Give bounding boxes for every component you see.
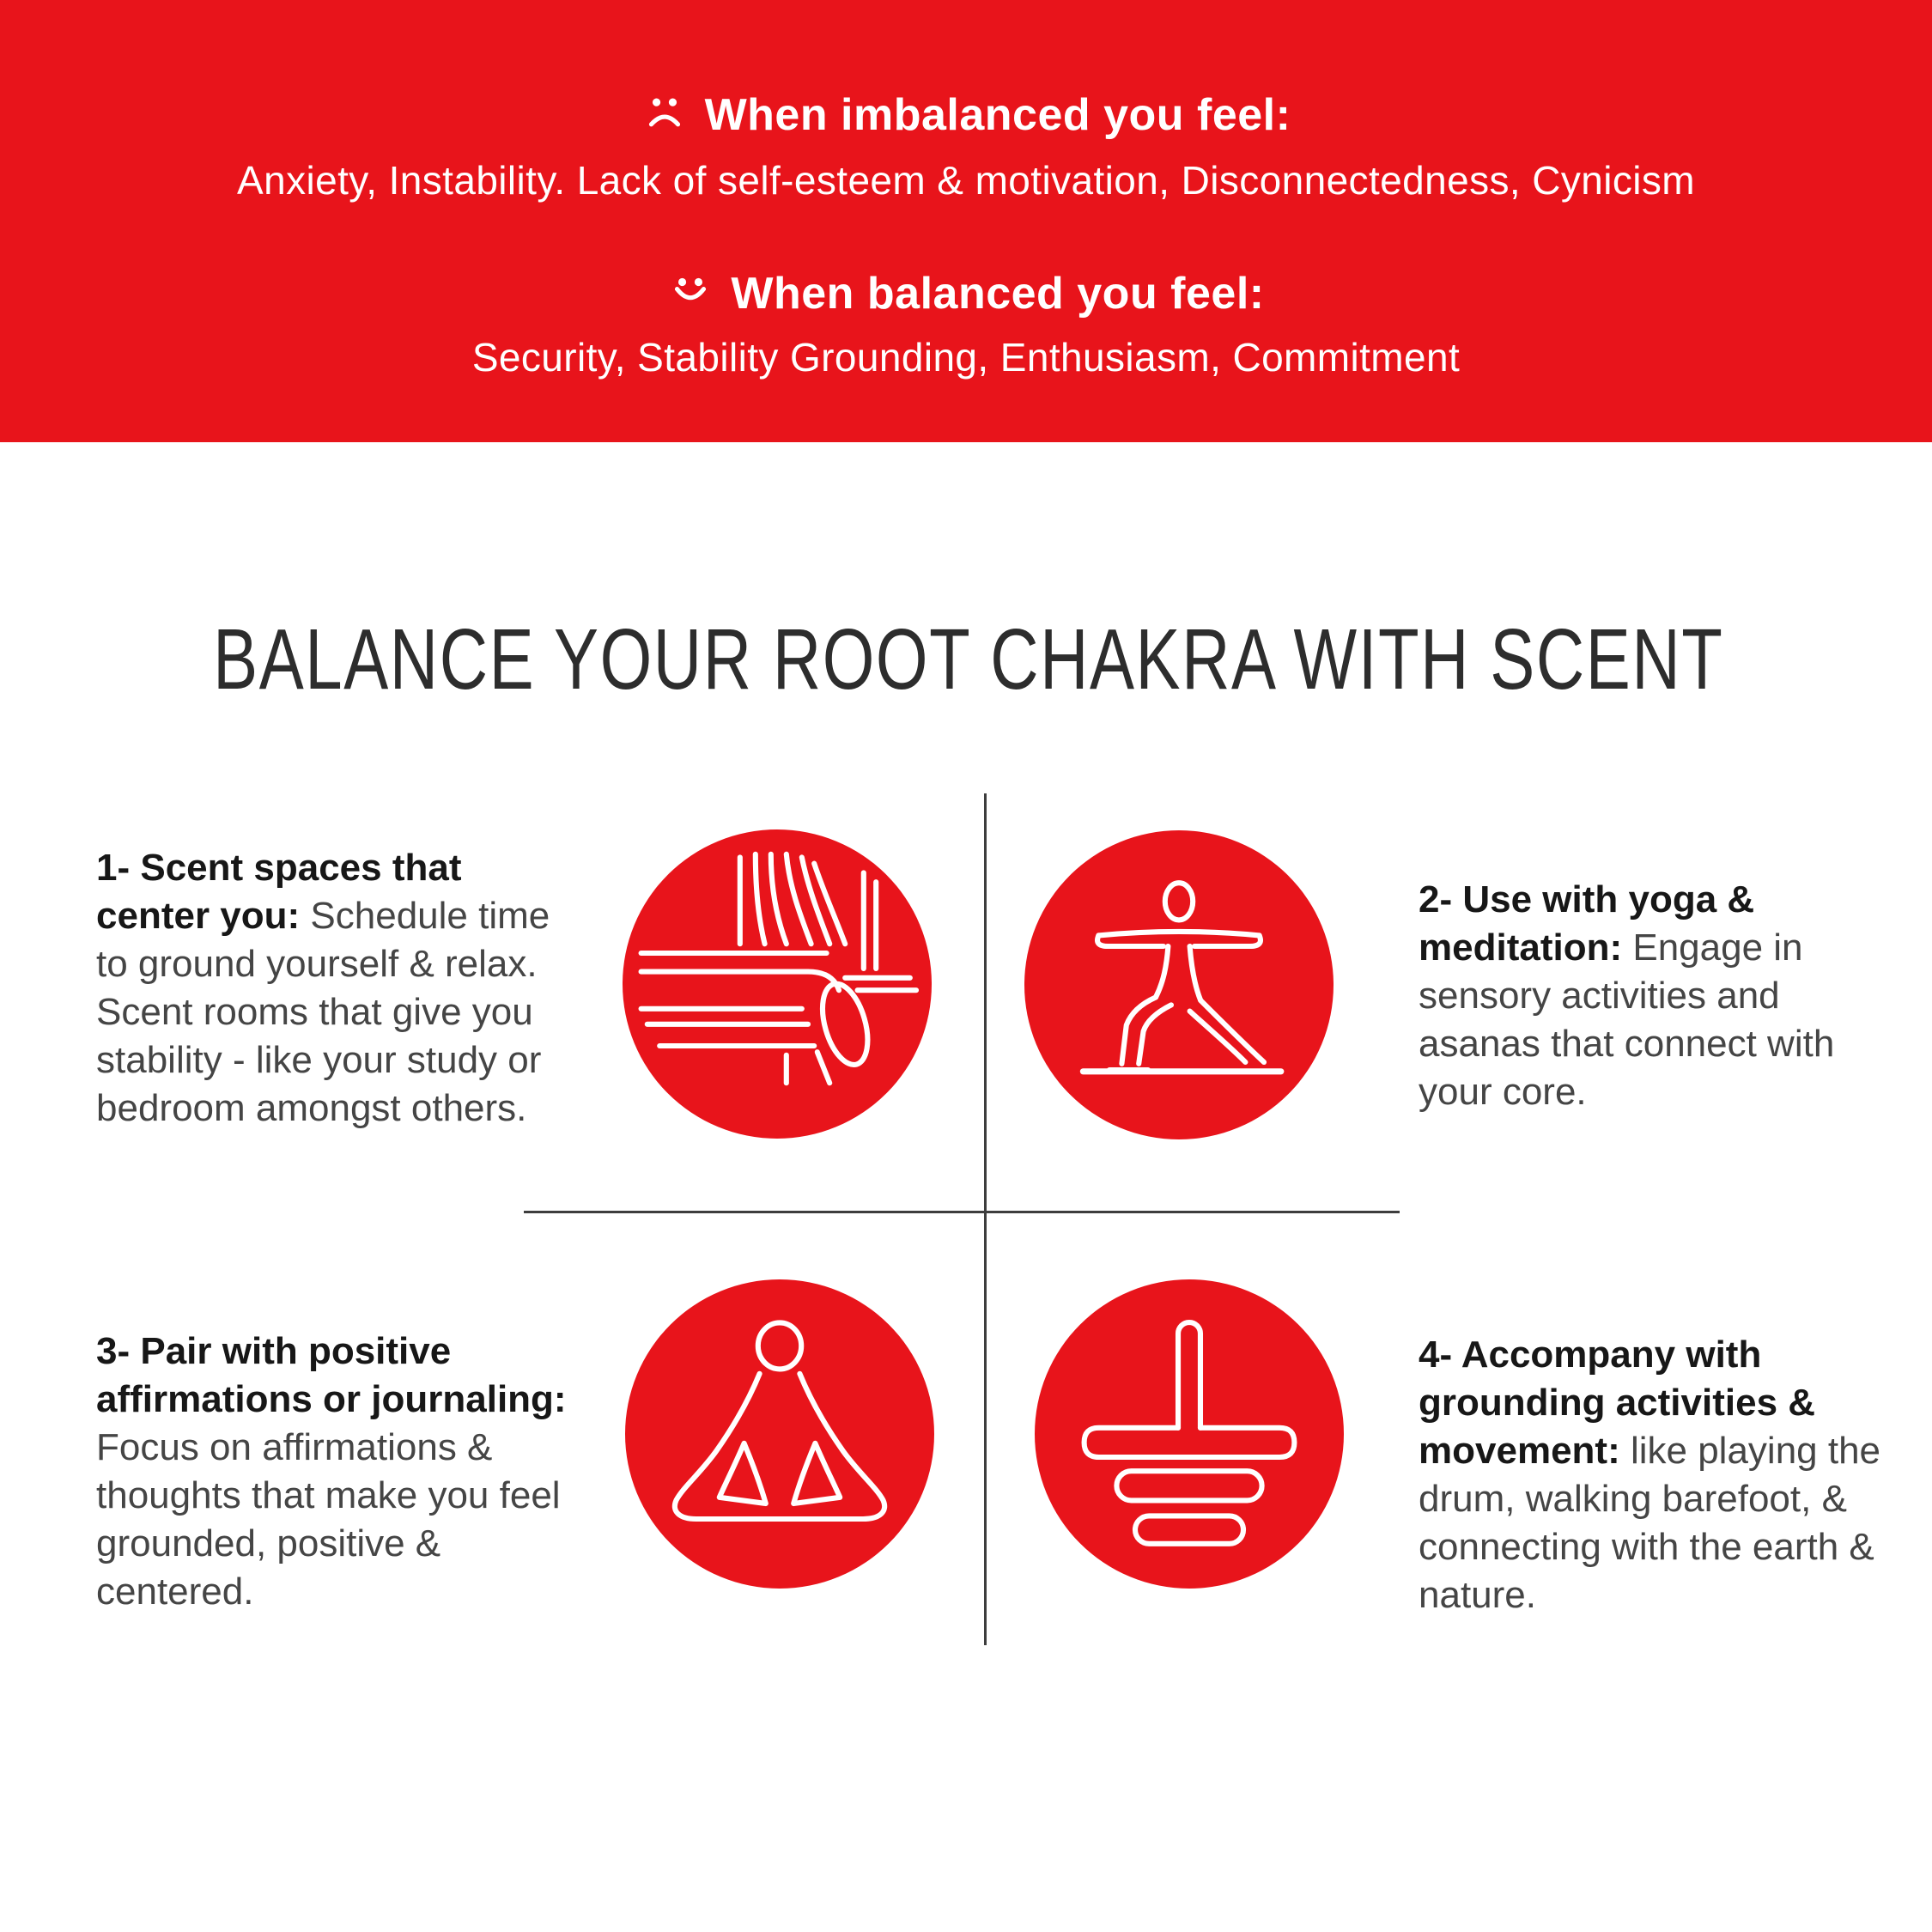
imbalanced-heading-row: When imbalanced you feel: <box>0 89 1932 141</box>
tip-1-scent-spaces: 1- Scent spaces that center you: Schedul… <box>96 844 579 1133</box>
balanced-feelings-text: Security, Stability Grounding, Enthusias… <box>471 335 1461 380</box>
tip-3-affirmations: 3- Pair with positive affirmations or jo… <box>96 1327 567 1616</box>
yoga-pose-icon <box>1024 830 1334 1139</box>
balanced-heading: When balanced you feel: <box>731 269 1265 319</box>
imbalanced-feelings-text: Anxiety, Instability. Lack of self-estee… <box>237 158 1695 203</box>
tip-4-body: like playing the drum, walking barefoot,… <box>1419 1430 1881 1616</box>
meditation-lotus-icon <box>625 1279 934 1589</box>
tip-2-yoga-meditation: 2- Use with yoga & meditation: Engage in… <box>1419 876 1875 1116</box>
page-title: BALANCE YOUR ROOT CHAKRA WITH SCENT <box>0 617 1932 702</box>
sad-face-icon <box>641 92 688 138</box>
balanced-heading-row: When balanced you feel: <box>0 268 1932 319</box>
tip-3-label: 3- Pair with positive affirmations or jo… <box>96 1330 567 1420</box>
tip-1-body: Schedule time to ground yourself & relax… <box>96 895 550 1129</box>
smile-face-icon <box>667 270 714 317</box>
tip-4-label: 4- Accompany with grounding activities &… <box>1419 1334 1816 1472</box>
tip-4-grounding-activities: 4- Accompany with grounding activities &… <box>1419 1331 1893 1619</box>
tip-1-label: 1- Scent spaces that center you: <box>96 847 462 937</box>
tip-3-body: Focus on affirmations & thoughts that ma… <box>96 1426 561 1613</box>
grounding-symbol-icon <box>1035 1279 1344 1589</box>
grid-divider-horizontal <box>524 1211 1400 1213</box>
tip-2-body: Engage in sensory activities and asanas … <box>1419 927 1835 1113</box>
header-band: When imbalanced you feel: Anxiety, Insta… <box>0 0 1932 442</box>
grid-divider-vertical <box>984 793 987 1645</box>
sofa-curtain-icon <box>623 829 932 1139</box>
page-title-text: BALANCE YOUR ROOT CHAKRA WITH SCENT <box>213 611 1724 708</box>
tip-2-label: 2- Use with yoga & meditation: <box>1419 878 1755 969</box>
imbalanced-heading: When imbalanced you feel: <box>704 90 1291 140</box>
